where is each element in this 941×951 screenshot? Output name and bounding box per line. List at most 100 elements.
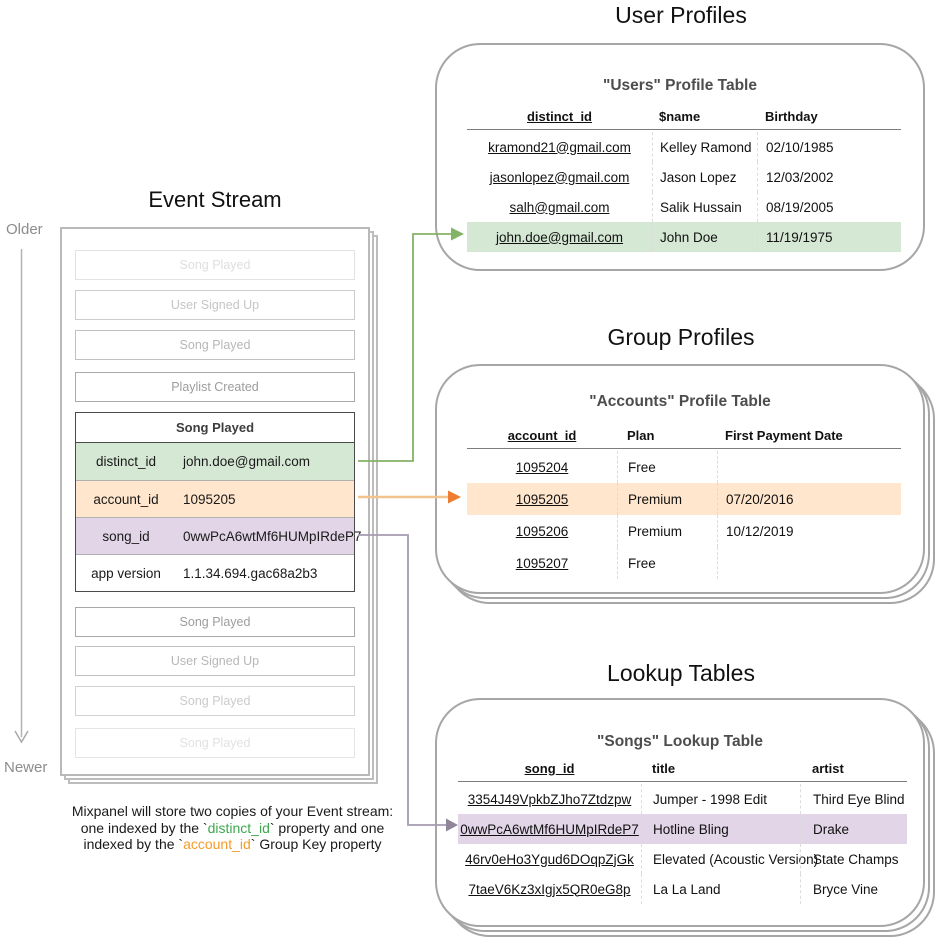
caption-line-3: indexed by the `account_id` Group Key pr…	[25, 836, 440, 853]
timeline-arrowhead-icon	[14, 730, 29, 744]
event-property-value: 1095205	[183, 491, 236, 507]
table-cell: Premium	[617, 483, 717, 515]
event-label: Playlist Created	[171, 380, 259, 394]
table-cell: 08/19/2005	[757, 192, 901, 222]
table-cell: La La Land	[641, 874, 800, 904]
table-cell: 0wwPcA6wtMf6HUMpIRdeP7	[460, 821, 639, 837]
lookup-tables-title: Lookup Tables	[607, 660, 755, 686]
card-body: "Users" Profile Table distinct_id $name Bi…	[435, 43, 925, 271]
table-cell: kramond21@gmail.com	[488, 139, 631, 155]
table-cell: Kelley Ramond	[652, 132, 757, 162]
column-header: song_id	[524, 760, 575, 776]
caption-text: one indexed by the `	[80, 819, 208, 836]
newer-label: Newer	[4, 759, 48, 776]
event-label: User Signed Up	[170, 654, 260, 668]
table-row: 3354J49VpkbZJho7Ztdzpw Jumper - 1998 Edit…	[458, 784, 907, 814]
header-underline	[467, 129, 901, 130]
table-cell: 07/20/2016	[717, 483, 901, 515]
table-header-row: song_id title artist	[458, 755, 907, 781]
event-box: Playlist Created	[75, 372, 355, 402]
event-box: Song Played	[75, 607, 355, 637]
table-cell: Free	[617, 547, 717, 579]
column-header: First Payment Date	[725, 427, 843, 443]
group-profiles-title: Group Profiles	[607, 324, 755, 350]
table-cell	[717, 451, 901, 483]
column-header: distinct_id	[526, 108, 592, 124]
column-header: $name	[659, 108, 701, 124]
table-cell: 1095205	[515, 491, 569, 507]
table-cell: salh@gmail.com	[509, 199, 610, 215]
column-header: Birthday	[765, 108, 818, 124]
users-profile-card: "Users" Profile Table distinct_id $name Bi…	[435, 43, 925, 271]
table-header-row: account_id Plan First Payment Date	[467, 422, 901, 448]
event-box: Song Played	[75, 250, 355, 280]
table-header-row: distinct_id $name Birthday	[467, 103, 901, 129]
table-cell: jasonlopez@gmail.com	[489, 169, 630, 185]
table-cell: 7taeV6Kz3xIgjx5QR0eG8p	[468, 881, 631, 897]
caption-text: indexed by the `	[83, 836, 184, 852]
event-property-value: 1.1.34.694.gac68a2b3	[183, 565, 318, 581]
songs-table: song_id title artist 3354J49VpkbZJho7Ztdzpw…	[458, 755, 907, 904]
table-cell: 1095206	[515, 523, 569, 539]
table-cell: Jason Lopez	[652, 162, 757, 192]
table-row: 1095207 Free	[467, 547, 901, 579]
users-table-title: "Users" Profile Table	[603, 77, 757, 94]
songs-table-title: "Songs" Lookup Table	[597, 733, 763, 750]
event-property-value: john.doe@gmail.com	[183, 454, 311, 469]
table-cell	[717, 547, 901, 579]
caption-text: ` Group Key property	[250, 836, 382, 852]
table-cell: Salik Hussain	[652, 192, 757, 222]
songs-lookup-card: "Songs" Lookup Table song_id title artist 3…	[435, 698, 935, 937]
event-box: Song Played	[75, 686, 355, 716]
event-label: Song Played	[179, 338, 251, 352]
table-cell: 1095207	[515, 555, 569, 571]
event-property-row: app version 1.1.34.694.gac68a2b3	[76, 554, 354, 591]
event-property-row: song_id 0wwPcA6wtMf6HUMpIRdeP7	[76, 517, 362, 554]
header-underline	[467, 448, 901, 449]
event-label: Song Played	[179, 736, 251, 750]
older-label: Older	[6, 221, 43, 238]
event-stream-title: Event Stream	[148, 187, 282, 212]
table-cell: Bryce Vine	[800, 874, 907, 904]
event-property-value: 0wwPcA6wtMf6HUMpIRdeP7	[183, 528, 362, 544]
table-cell: 10/12/2019	[717, 515, 901, 547]
table-cell: Drake	[800, 814, 907, 844]
table-cell: Jumper - 1998 Edit	[641, 784, 800, 814]
event-property-key: app version	[91, 565, 161, 581]
header-underline	[458, 781, 907, 782]
accounts-table-title: "Accounts" Profile Table	[589, 393, 771, 410]
column-header: artist	[812, 760, 844, 776]
table-cell: Third Eye Blind	[800, 784, 907, 814]
table-cell: Premium	[617, 515, 717, 547]
users-table: distinct_id $name Birthday kramond21@gmail.…	[467, 103, 901, 252]
event-label: Song Played	[179, 615, 251, 629]
event-box: User Signed Up	[75, 290, 355, 320]
table-cell: john.doe@gmail.com	[495, 229, 624, 245]
event-property-key: song_id	[102, 528, 150, 544]
account-id-token: account_id	[183, 836, 251, 852]
table-cell: John Doe	[652, 222, 757, 252]
caption-line-1: Mixpanel will store two copies of your E…	[71, 803, 394, 819]
column-header: account_id	[507, 427, 577, 443]
table-cell: 3354J49VpkbZJho7Ztdzpw	[467, 791, 632, 807]
column-header: Plan	[627, 427, 655, 443]
column-header: title	[652, 760, 676, 776]
table-cell: 46rv0eHo3Ygud6DOqpZjGk	[465, 851, 634, 867]
